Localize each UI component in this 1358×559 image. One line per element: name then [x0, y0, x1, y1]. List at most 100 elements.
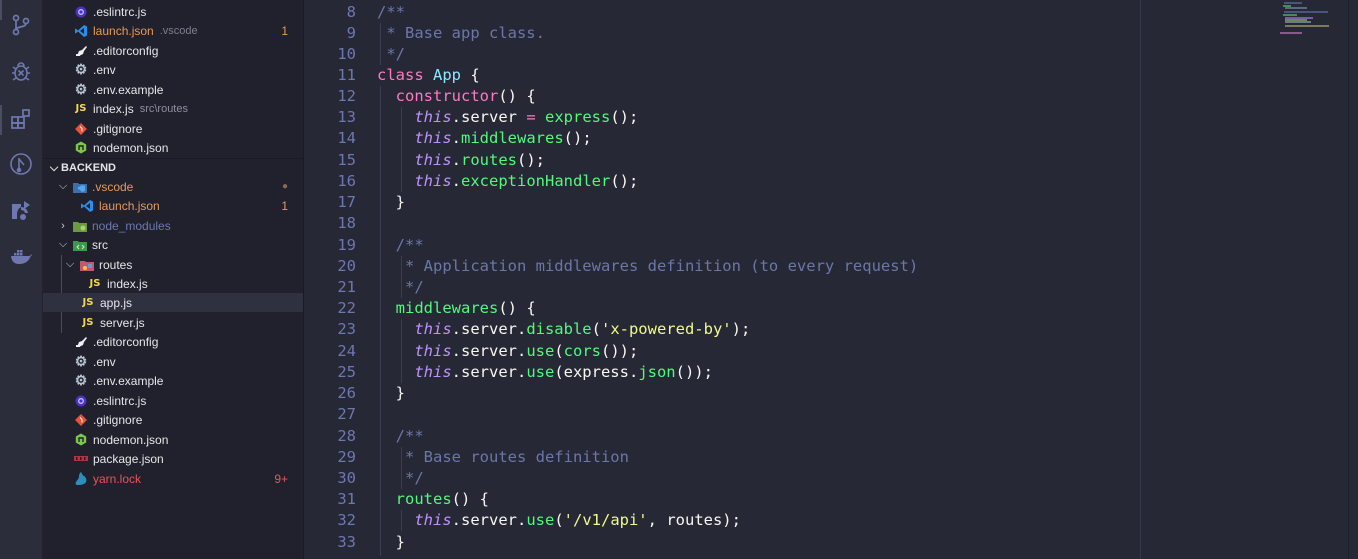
file-gitignore[interactable]: .gitignore: [43, 410, 303, 429]
open-editor-item[interactable]: JS index.js src\routes: [43, 99, 303, 118]
gitlens-icon[interactable]: [7, 150, 35, 178]
line-number: 29: [337, 448, 356, 466]
file-package-json[interactable]: package.json: [43, 449, 303, 468]
line-number: 24: [337, 342, 356, 360]
code-line: /**: [377, 427, 424, 445]
file-label: yarn.lock: [93, 471, 142, 486]
folder-vscode[interactable]: ⌵ .vscode ●: [43, 177, 303, 196]
code-line: }: [377, 533, 405, 551]
indent-guide: [401, 319, 402, 383]
file-server-js[interactable]: JS server.js: [43, 313, 303, 332]
gear-icon: ⚙: [74, 81, 88, 97]
code-line: constructor() {: [395, 87, 536, 105]
minimap[interactable]: [1280, 0, 1350, 40]
code-line: /**: [377, 3, 405, 21]
folder-routes[interactable]: ⌵ routes: [43, 255, 303, 274]
line-number: 12: [337, 87, 356, 105]
open-editor-item[interactable]: .gitignore: [43, 119, 303, 138]
chevron-down-icon: ⌵: [58, 238, 68, 250]
source-control-icon[interactable]: [7, 11, 35, 39]
line-number: 21: [337, 278, 356, 296]
line-number: 17: [337, 193, 356, 211]
js-icon: JS: [89, 278, 101, 289]
docker-icon[interactable]: [7, 242, 35, 270]
folder-label: src: [92, 237, 108, 252]
file-editorconfig[interactable]: .editorconfig: [43, 332, 303, 351]
folder-vscode-icon: [73, 180, 87, 194]
chevron-right-icon: ›: [61, 219, 65, 232]
file-app-js[interactable]: JS app.js: [43, 293, 303, 312]
code-line: this.server.use(express.json());: [414, 363, 713, 381]
remote-explorer-icon[interactable]: [7, 196, 35, 224]
folder-src[interactable]: ⌵ src: [43, 235, 303, 254]
code-line: * Base app class.: [377, 24, 545, 42]
file-label: .gitignore: [93, 412, 143, 427]
backend-section-header[interactable]: ⌵ BACKEND: [43, 158, 303, 177]
file-routes-index-js[interactable]: JS index.js: [43, 274, 303, 293]
file-label: nodemon.json: [93, 140, 169, 155]
file-label: launch.json: [93, 23, 154, 38]
indent-guide: [401, 447, 402, 489]
js-icon: JS: [75, 103, 87, 114]
file-nodemon-json[interactable]: nodemon.json: [43, 430, 303, 449]
editorconfig-icon: [74, 44, 88, 58]
open-editor-item[interactable]: nodemon.json: [43, 138, 303, 157]
folder-node-modules[interactable]: › node_modules: [43, 216, 303, 235]
line-number: 31: [337, 490, 356, 508]
code-line: this.exceptionHandler();: [414, 172, 639, 190]
code-line: }: [377, 384, 405, 402]
nodemon-icon: [74, 433, 88, 447]
code-line: */: [377, 45, 405, 63]
line-number: 16: [337, 172, 356, 190]
gear-icon: ⚙: [74, 372, 88, 388]
code-line: * Application middlewares definition (to…: [377, 257, 919, 275]
eslint-icon: [74, 5, 88, 19]
eslint-icon: [74, 394, 88, 408]
line-number: 11: [337, 66, 356, 84]
chevron-down-icon: ⌵: [65, 258, 75, 270]
activity-edge: [0, 105, 2, 135]
line-number: 26: [337, 384, 356, 402]
file-env[interactable]: ⚙ .env: [43, 352, 303, 371]
open-editor-item[interactable]: .editorconfig: [43, 41, 303, 60]
file-yarn-lock[interactable]: yarn.lock 9+: [43, 469, 303, 488]
chevron-down-icon: ⌵: [49, 161, 59, 174]
file-description: src\routes: [139, 102, 188, 115]
code-line: this.server = express();: [414, 108, 639, 126]
file-env-example[interactable]: ⚙ .env.example: [43, 371, 303, 390]
editorconfig-icon: [74, 335, 88, 349]
activity-edge: [0, 0, 2, 20]
line-number: 15: [337, 151, 356, 169]
line-number: 18: [337, 214, 356, 232]
js-icon: JS: [82, 317, 94, 328]
open-editor-item[interactable]: ⚙ .env.example: [43, 80, 303, 99]
file-label: app.js: [100, 295, 133, 310]
gear-icon: ⚙: [74, 353, 88, 369]
file-label: .eslintrc.js: [93, 4, 147, 19]
debug-icon[interactable]: [7, 58, 35, 86]
file-label: index.js: [107, 276, 148, 291]
file-label: .gitignore: [93, 121, 143, 136]
line-number: 8: [346, 3, 356, 21]
chevron-down-icon: ⌵: [58, 180, 68, 192]
file-label: .eslintrc.js: [93, 393, 147, 408]
open-editor-item[interactable]: .eslintrc.js: [43, 2, 303, 21]
file-description: .vscode: [159, 24, 198, 37]
code-line: this.server.use('/v1/api', routes);: [414, 511, 741, 529]
file-label: .env: [93, 354, 116, 369]
vertical-scrollbar[interactable]: [1348, 0, 1349, 559]
code-line: this.server.use(cors());: [414, 342, 639, 360]
code-editor[interactable]: 8 9 10 11 12 13 14 15 16 17 18 19 20 21 …: [304, 0, 1358, 559]
extensions-icon[interactable]: [7, 105, 35, 133]
open-editor-item[interactable]: ⚙ .env: [43, 60, 303, 79]
file-launch-json[interactable]: launch.json 1: [43, 196, 303, 215]
activity-bar: [0, 0, 43, 559]
folder-src-icon: [73, 238, 87, 252]
file-eslintrc[interactable]: .eslintrc.js: [43, 391, 303, 410]
js-icon: JS: [82, 297, 94, 308]
open-editor-item[interactable]: launch.json .vscode 1: [43, 21, 303, 40]
folder-label: routes: [99, 257, 133, 272]
file-label: nodemon.json: [93, 432, 169, 447]
gear-icon: ⚙: [74, 61, 88, 77]
line-number: 20: [337, 257, 356, 275]
